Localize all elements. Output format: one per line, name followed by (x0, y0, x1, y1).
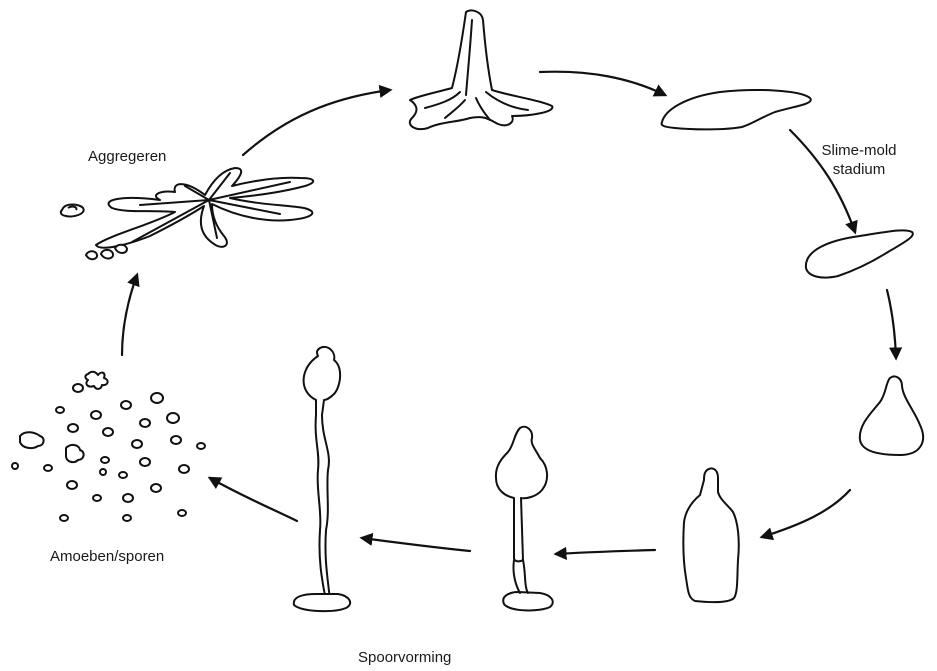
aggregation-loose-amoebae (61, 205, 127, 260)
slug-stage-figure-2 (806, 230, 913, 277)
label-slime-mold-line1: Slime-mold (818, 141, 900, 160)
fruiting-body-figure-short (496, 427, 553, 611)
label-aggregeren: Aggregeren (88, 147, 166, 166)
arrow-fruiting-to-spores (210, 478, 297, 521)
arrow-stalk-to-fruiting (556, 550, 655, 554)
spores-cloud-figure (12, 372, 205, 521)
label-spoorvorming: Spoorvorming (358, 648, 451, 667)
fruiting-body-figure-tall (294, 347, 350, 611)
mound-stage-figure (410, 10, 553, 129)
arrow-aggregation-to-mound (243, 90, 390, 155)
culmination-stage-figure (860, 376, 923, 455)
aggregation-stage-figure (96, 168, 313, 248)
slug-stage-figure-1 (662, 90, 811, 129)
stalk-formation-figure (683, 468, 738, 602)
arrow-slug-to-culmination (887, 290, 896, 358)
label-slime-mold-line2: stadium (818, 160, 900, 179)
arrow-fruiting-to-fruiting (362, 538, 470, 551)
label-slime-mold-stadium: Slime-mold stadium (818, 141, 900, 179)
arrow-culmination-to-stalk (762, 490, 850, 537)
arrow-spores-to-aggregation (122, 275, 137, 355)
arrow-mound-to-slug (540, 72, 665, 95)
label-amoeben-sporen: Amoeben/sporen (50, 547, 164, 566)
